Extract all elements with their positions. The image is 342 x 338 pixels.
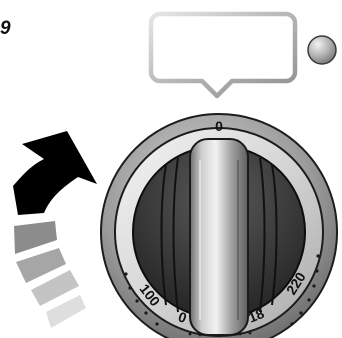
callout-bubble [148, 11, 298, 99]
knob-grooves [160, 157, 278, 313]
arrow-segment-3 [31, 270, 79, 306]
dial-label-18: 18 [246, 305, 267, 326]
arrow-segment-2 [16, 248, 66, 283]
arrow-segment-4 [46, 295, 86, 328]
step-number: 9 [0, 18, 11, 39]
arrow-segment-1 [14, 221, 57, 254]
arrow-head [13, 131, 97, 215]
top-label: 0 [215, 118, 223, 134]
curved-arrow-icon [13, 131, 97, 328]
indicator-light-icon [307, 35, 337, 65]
knob-grip [189, 138, 249, 336]
dial-dots [124, 254, 320, 337]
oven-knob: 0 100 0 18 220 [100, 113, 338, 338]
